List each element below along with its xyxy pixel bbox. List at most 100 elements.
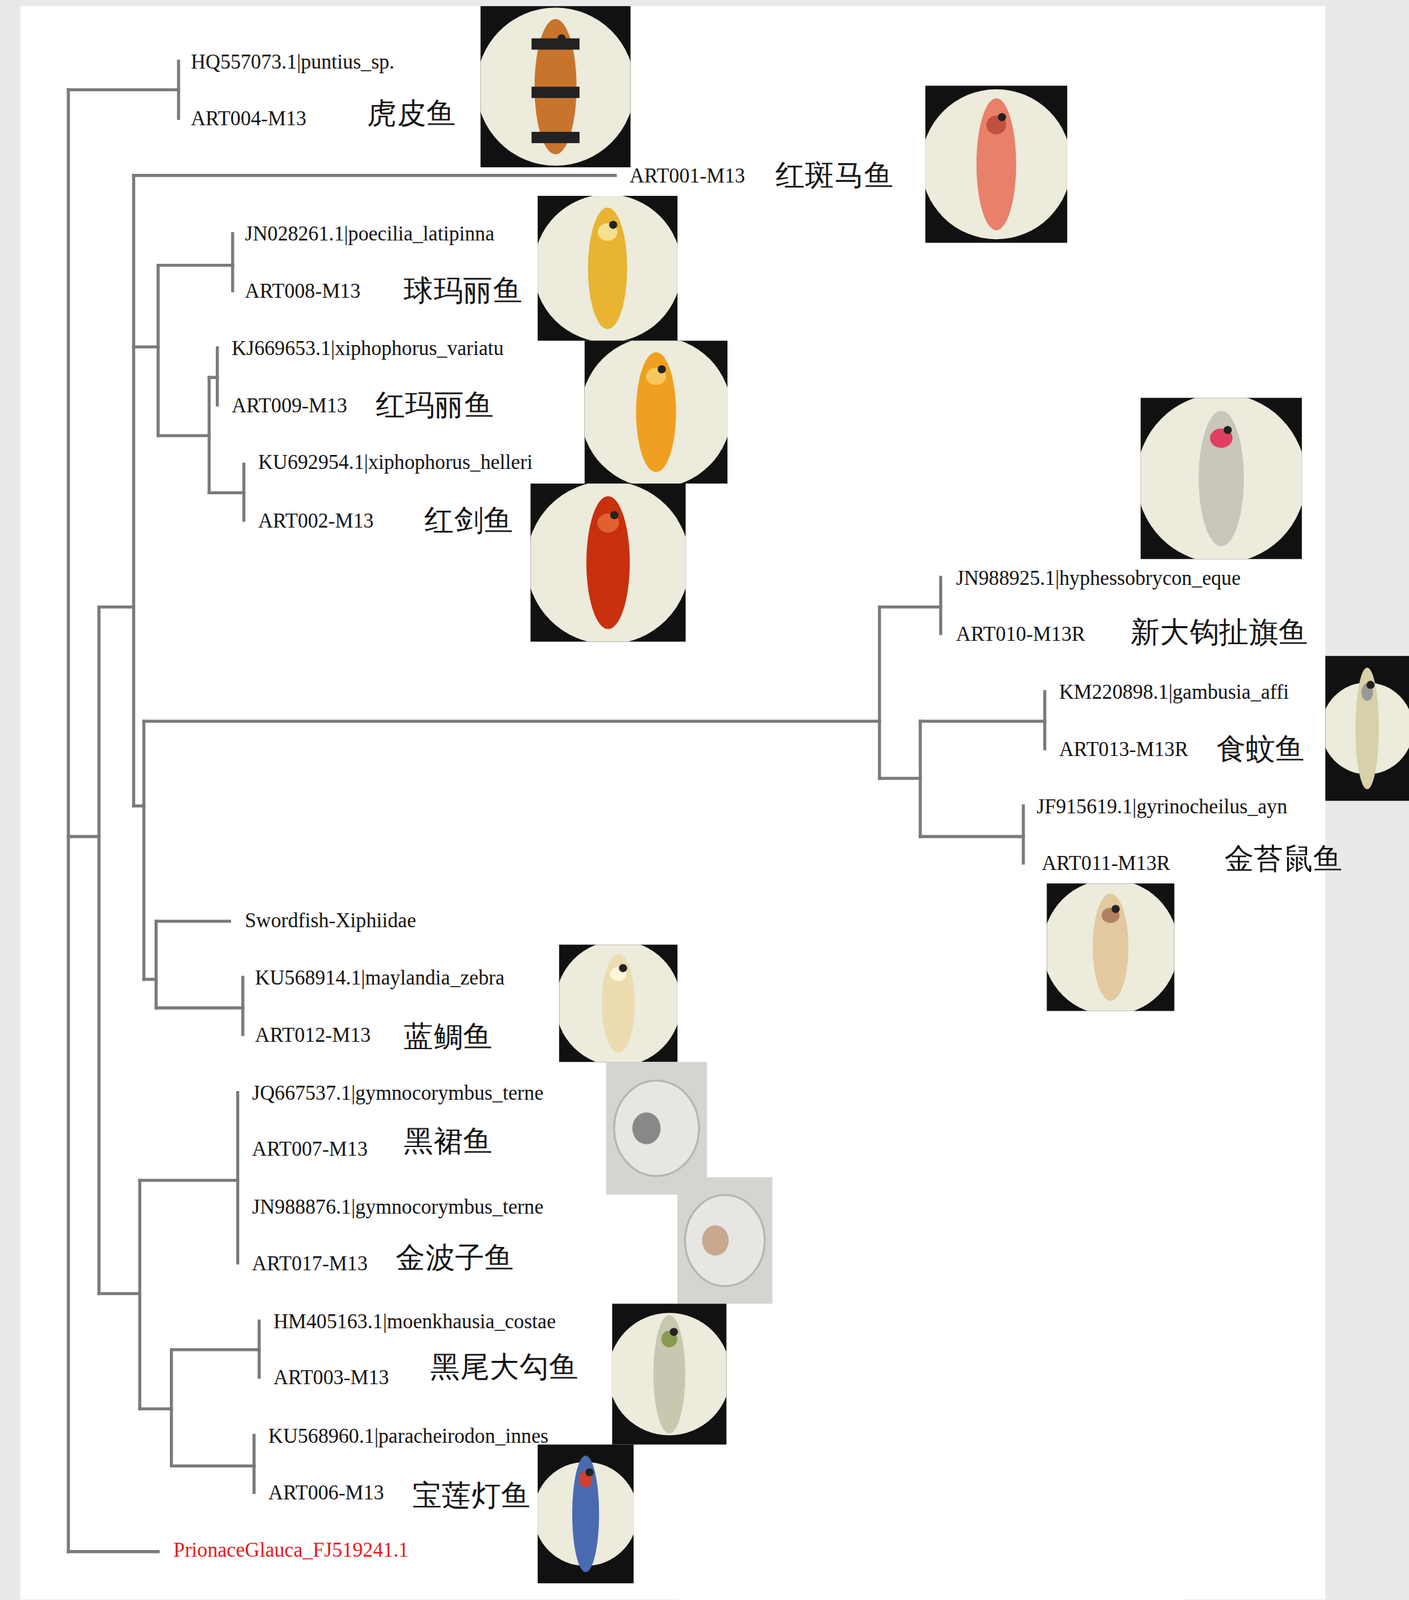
branch-line	[97, 606, 101, 1294]
branch-line	[66, 89, 70, 1553]
fish-eye	[669, 1327, 678, 1336]
scope-view	[537, 195, 678, 341]
fish-body	[636, 352, 677, 473]
fish-body	[976, 98, 1017, 231]
branch-line	[920, 835, 1024, 839]
branch-line	[68, 87, 179, 92]
branch-line	[99, 605, 134, 609]
branch-line	[157, 434, 210, 438]
fish-body	[1092, 894, 1129, 1002]
branch-line	[920, 719, 1045, 723]
fish-photo	[555, 940, 681, 1066]
photo-ground	[677, 1177, 773, 1304]
branch-line	[169, 1349, 174, 1467]
fish-photo	[608, 1303, 731, 1445]
common-name: 新大钩扯旗鱼	[1130, 617, 1308, 647]
branch-line	[231, 233, 235, 292]
taxon-label: ART006-M13	[268, 1482, 384, 1503]
taxon-label: ART003-M13	[273, 1367, 389, 1388]
taxon-label: JQ667537.1|gymnocorymbus_terne	[251, 1082, 543, 1104]
fish-photo	[1136, 393, 1306, 563]
branch-line	[879, 776, 921, 781]
branch-line	[207, 377, 212, 493]
taxon-label: ART013-M13R	[1059, 738, 1189, 760]
common-name: 虎皮鱼	[367, 98, 456, 128]
fish-body	[588, 207, 628, 330]
common-name: 宝莲灯鱼	[412, 1480, 531, 1511]
taxon-label: JF915619.1|gyrinocheilus_ayn	[1036, 796, 1288, 817]
common-name: 黑裙鱼	[403, 1127, 493, 1157]
fish-body	[601, 953, 635, 1053]
taxon-label: KU692954.1|xiphophorus_helleri	[257, 451, 533, 473]
common-name: 蓝鲷鱼	[403, 1021, 493, 1052]
branch-line	[215, 347, 220, 406]
fish-body	[653, 1315, 686, 1434]
branch-line	[171, 1348, 260, 1352]
fish-photo	[533, 1444, 638, 1584]
branch-line	[241, 977, 245, 1035]
branch-line	[1021, 806, 1026, 864]
branch-line	[939, 577, 943, 634]
branch-line	[879, 605, 941, 609]
fish-body	[632, 1112, 661, 1145]
common-name: 红剑鱼	[424, 505, 513, 535]
branch-line	[139, 1407, 172, 1411]
taxon-label: ART017-M13	[251, 1253, 368, 1274]
fish-band	[531, 131, 580, 144]
scope-view	[1046, 883, 1174, 1011]
fish-photo	[677, 1177, 773, 1304]
common-name: 红斑马鱼	[775, 160, 895, 190]
branch-line	[133, 345, 159, 349]
photos	[476, 5, 1409, 1584]
scope-view	[584, 341, 728, 484]
branch-line	[242, 464, 246, 521]
branch-line	[143, 977, 156, 982]
taxon-label: ART010-M13R	[955, 623, 1086, 645]
fish-eye	[657, 365, 666, 374]
taxon-label: ART007-M13	[251, 1138, 368, 1160]
fish-eye	[557, 33, 566, 42]
fish-photo	[921, 85, 1072, 244]
taxon-label: ART009-M13	[231, 395, 348, 416]
tree-branches	[68, 61, 1046, 1553]
fish-photo	[1042, 879, 1179, 1016]
taxon-label: ART002-M13	[257, 510, 374, 531]
taxon-label: KU568960.1|paracheirodon_innes	[268, 1425, 549, 1447]
scope-view	[925, 89, 1068, 240]
fish-body	[586, 496, 630, 629]
fish-eye	[1223, 426, 1232, 435]
branch-line	[236, 1092, 240, 1264]
fish-photo	[580, 336, 732, 488]
branch-line	[1043, 691, 1047, 749]
branch-line	[171, 1464, 254, 1468]
fish-body	[702, 1225, 729, 1257]
fish-eye	[610, 510, 619, 519]
taxon-label: JN988925.1|hyphessobrycon_eque	[955, 567, 1241, 589]
branch-line	[156, 265, 160, 436]
petri-dish	[614, 1080, 699, 1176]
common-name: 食蚊鱼	[1216, 734, 1306, 764]
branch-line	[252, 1435, 256, 1493]
petri-dish	[684, 1195, 765, 1287]
common-name: 球玛丽鱼	[403, 275, 523, 306]
fish-eye	[608, 220, 617, 229]
common-name: 金苔鼠鱼	[1224, 844, 1344, 874]
branch-line	[133, 173, 616, 178]
fish-body	[1355, 667, 1380, 790]
branch-line	[142, 721, 146, 980]
branch-line	[143, 719, 880, 723]
branch-line	[177, 61, 181, 119]
fish-eye	[997, 113, 1006, 122]
scope-view	[558, 944, 678, 1062]
fish-photo	[1321, 656, 1409, 801]
branch-line	[209, 490, 244, 495]
scope-view	[612, 1313, 727, 1436]
branch-line	[99, 1292, 140, 1296]
panel	[20, 5, 1326, 1600]
fish-photo	[533, 194, 682, 343]
fish-band	[531, 86, 580, 98]
taxon-label: Swordfish-Xiphiidae	[245, 910, 417, 931]
branch-line	[139, 1179, 238, 1183]
fish-band	[531, 38, 580, 50]
